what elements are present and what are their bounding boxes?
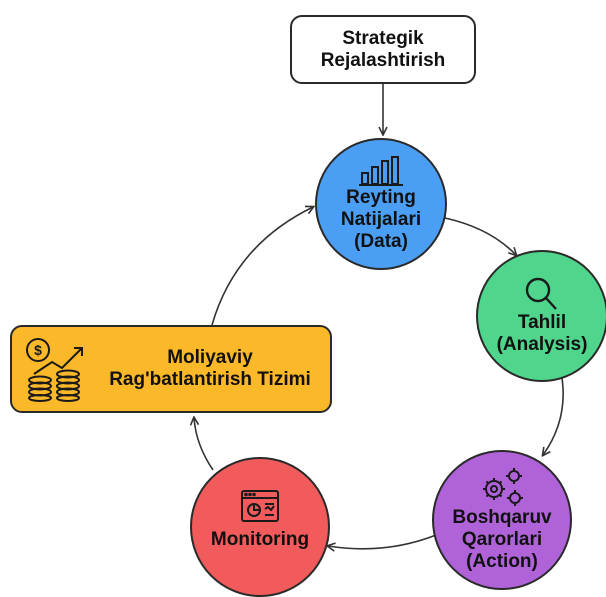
node-label-line: (Analysis): [496, 334, 588, 355]
edge-decisions-to-monitoring: [328, 534, 437, 549]
node-management-decisions: Boshqaruv Qarorlari (Action): [432, 450, 572, 590]
node-label-line: Natijalari: [340, 209, 422, 230]
node-label-line: Monitoring: [210, 529, 310, 550]
node-label-line: (Action): [466, 551, 538, 572]
node-label-line: Qarorlari: [461, 529, 543, 550]
node-label-line: Rejalashtirish: [320, 49, 446, 71]
edge-incentive-to-rating: [211, 207, 313, 326]
node-financial-incentive: $ Moliyaviy Rag'batlantirish Tizimi: [10, 325, 332, 413]
edge-monitoring-to-incentive: [194, 418, 214, 471]
dashboard-window-icon: [241, 490, 279, 522]
node-strategic-planning: Strategik Rejalashtirish: [290, 15, 476, 84]
node-label-line: Moliyaviy: [167, 347, 253, 368]
node-label-line: Boshqaruv: [452, 507, 552, 528]
node-label-line: Reyting: [346, 187, 416, 208]
edge-layer: [0, 84, 564, 585]
gears-icon: [483, 468, 523, 506]
node-analysis: Tahlil (Analysis): [476, 250, 606, 382]
edge-analysis-to-decisions: [543, 377, 564, 455]
node-label-line: Tahlil: [517, 312, 567, 333]
coins-growth-icon: $: [26, 338, 83, 402]
edge-rating-to-analysis: [444, 217, 516, 255]
svg-text:$: $: [34, 342, 42, 358]
incentive-label: Moliyaviy Rag'batlantirish Tizimi: [90, 347, 330, 391]
node-label-line: Strategik: [342, 27, 424, 49]
node-rating-results: Reyting Natijalari (Data): [315, 138, 447, 270]
node-label-line: (Data): [354, 231, 408, 252]
bar-chart-icon: [359, 156, 403, 186]
node-label-line: Rag'batlantirish Tizimi: [109, 369, 311, 390]
node-monitoring: Monitoring: [190, 457, 330, 597]
magnifier-icon: [525, 277, 557, 310]
